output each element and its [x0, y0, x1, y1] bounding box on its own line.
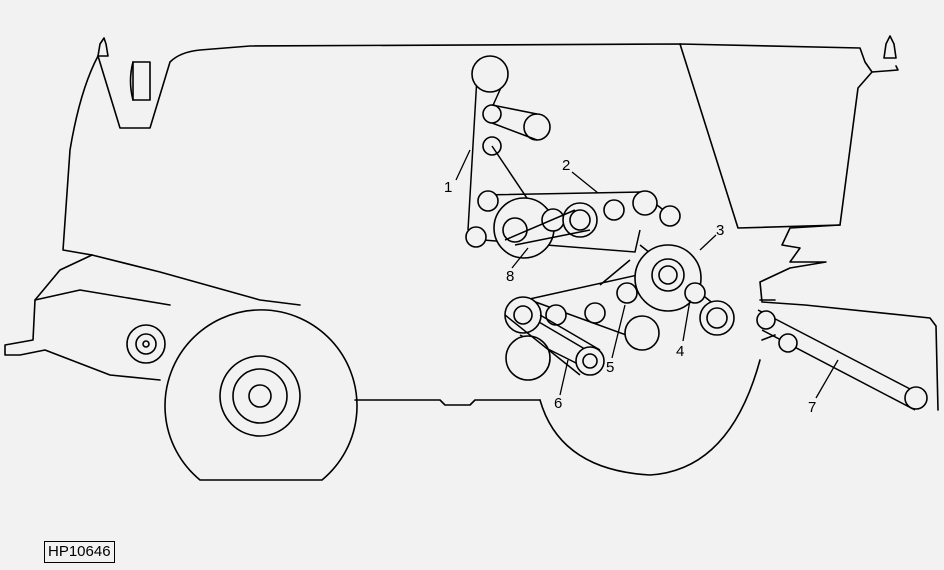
- belt-drive-7: [756, 309, 928, 411]
- small-hub: [126, 324, 166, 364]
- callout-6: 6: [554, 395, 562, 412]
- callout-leaders: [455, 149, 839, 399]
- callout-2: 2: [562, 157, 570, 174]
- front-drive-wheel: [164, 309, 358, 481]
- belt-drive-2-and-8: [465, 190, 681, 259]
- callout-3: 3: [716, 222, 724, 239]
- belt-drive-5-6: [504, 296, 660, 381]
- callout-1: 1: [444, 179, 452, 196]
- callout-7: 7: [808, 399, 816, 416]
- callout-8: 8: [506, 268, 514, 285]
- callout-4: 4: [676, 343, 684, 360]
- belt-drive-3-4: [524, 244, 735, 336]
- figure-id-label: HP10646: [44, 541, 115, 563]
- callout-5: 5: [606, 359, 614, 376]
- rear-steer-wheel: [539, 359, 761, 476]
- combine-body-outline: [4, 35, 939, 411]
- callout-labels: 1 2 3 4 5 6 7 8: [444, 157, 816, 416]
- belt-drive-1: [467, 55, 551, 231]
